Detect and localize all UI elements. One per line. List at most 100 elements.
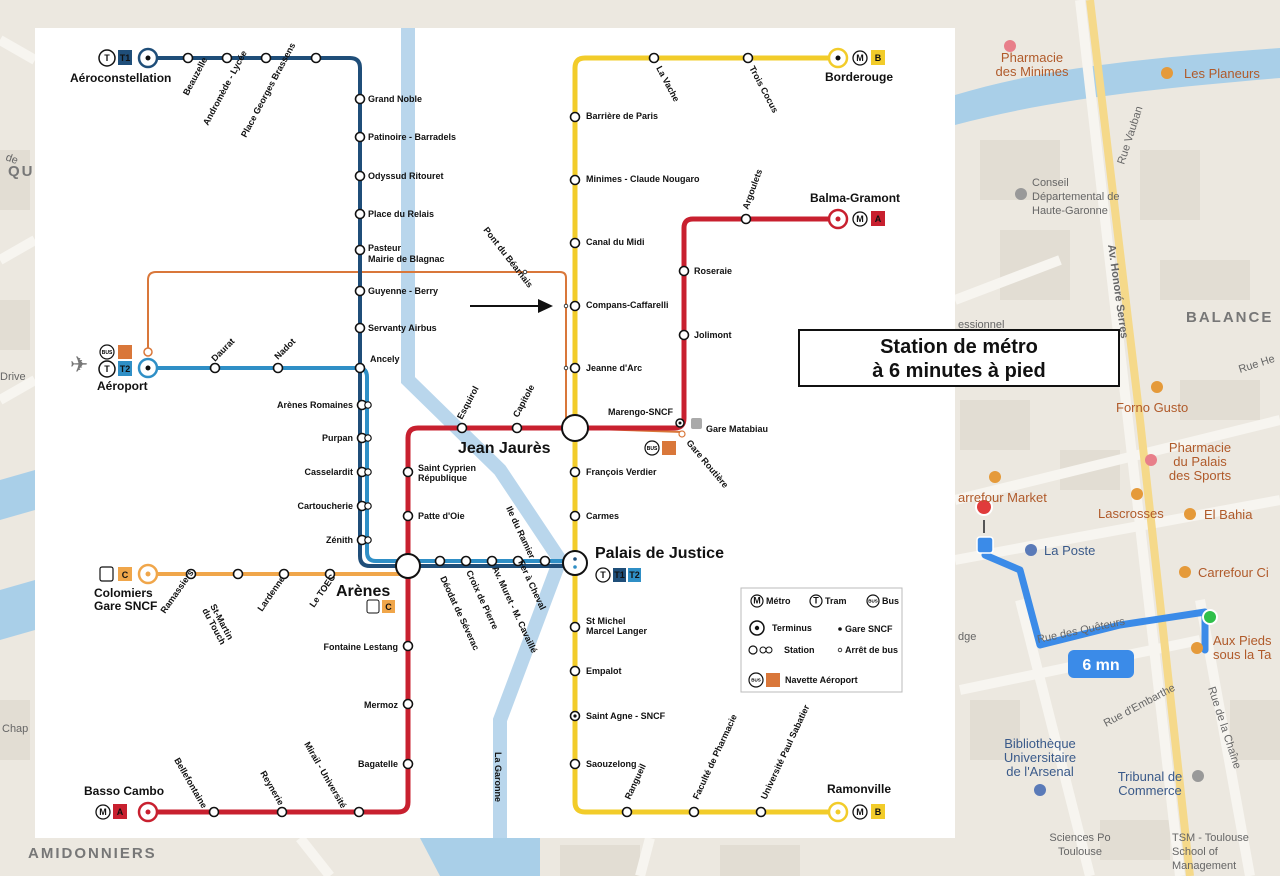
station-dot[interactable] [185,568,197,580]
station-dot[interactable] [182,52,194,64]
station-dot[interactable] [511,422,523,434]
station-dot[interactable] [324,568,336,580]
station-dot[interactable] [209,362,221,374]
poi-forno-gusto[interactable]: Forno Gusto [1116,381,1188,415]
station-dot[interactable] [569,111,581,123]
station-dot[interactable] [402,640,414,652]
svg-text:Métro: Métro [766,596,791,606]
route-duration-badge[interactable] [1068,650,1134,678]
metro-map[interactable]: La Garonne Jean Jaurès Palais de Justice… [35,28,955,838]
svg-text:Patinoire - Barradels: Patinoire - Barradels [368,132,456,142]
station-dot[interactable] [569,237,581,249]
terminus-borderouge[interactable]: M B Borderouge [825,47,893,84]
station-dot[interactable] [221,52,233,64]
svg-text:Balma-Gramont: Balma-Gramont [810,191,900,205]
station-dot[interactable] [402,466,414,478]
station-dot[interactable] [742,52,754,64]
station-dot[interactable] [354,285,366,297]
station-dot[interactable] [402,510,414,522]
station-dot[interactable] [434,555,446,567]
station-dot[interactable] [260,52,272,64]
station-dot[interactable] [456,422,468,434]
station-dot[interactable] [278,568,290,580]
station-dot[interactable] [208,806,220,818]
station-dot[interactable] [272,362,284,374]
svg-text:Aéroconstellation: Aéroconstellation [70,71,171,85]
poi-carrefour-city[interactable]: Carrefour Ci [1179,565,1269,580]
station-dot[interactable] [354,362,366,374]
terminus-balma-gramont[interactable]: M A Balma-Gramont [810,191,900,230]
station-dot[interactable] [569,174,581,186]
svg-text:Les Planeurs: Les Planeurs [1184,66,1260,81]
hub-jean-jaures[interactable] [561,414,589,442]
station-dot[interactable] [276,806,288,818]
station-dot[interactable] [486,555,498,567]
station-dot[interactable] [512,555,524,567]
station-dot[interactable] [232,568,244,580]
station-dot[interactable] [648,52,660,64]
svg-text:François Verdier: François Verdier [586,467,657,477]
station-dot[interactable] [569,665,581,677]
terminus-aeroport[interactable]: ✈ BUS T T2 Aéroport [70,344,159,393]
station-dot[interactable] [678,265,690,277]
hub-palais-dot-2 [573,565,577,569]
station-dot[interactable] [569,466,581,478]
hub-arenes[interactable] [395,553,421,579]
route-end-marker[interactable] [1202,609,1218,625]
terminus-aeroconstellation[interactable]: T T1 Aéroconstellation [70,47,171,85]
terminus-basso-cambo[interactable]: M A Basso Cambo [84,784,164,823]
route-duration: 6 mn [1082,657,1119,674]
station-dot[interactable] [460,555,472,567]
metro-entrance-icon[interactable] [976,536,994,554]
terminus-ramonville[interactable]: M B Ramonville [827,782,891,823]
station-dot[interactable] [569,300,581,312]
hub-palais-justice[interactable] [562,550,588,576]
poi-les-planeurs[interactable]: Les Planeurs [1161,66,1260,81]
station-dot[interactable] [569,758,581,770]
poi-carrefour-market[interactable]: arrefour Market [958,471,1047,505]
station-dot[interactable] [569,621,581,633]
station-dot[interactable] [354,322,366,334]
station-dot[interactable] [354,170,366,182]
station-dot[interactable] [539,555,551,567]
station-dot[interactable] [354,93,366,105]
svg-text:Fontaine Lestang: Fontaine Lestang [323,642,398,652]
station-dot[interactable] [310,52,322,64]
route-start-pin[interactable] [975,498,993,533]
station-dot[interactable] [354,208,366,220]
train-icon [691,418,702,429]
station-dot[interactable] [678,329,690,341]
poi-lascrosses[interactable]: Lascrosses [1098,488,1164,521]
station-dot[interactable] [740,213,752,225]
station-dot[interactable] [755,806,767,818]
station-dot[interactable] [353,806,365,818]
poi-la-poste[interactable]: La Poste [1025,543,1095,558]
street-chap: Chap [2,723,28,735]
svg-text:T1: T1 [120,53,131,63]
poi-el-bahia[interactable]: El Bahia [1184,507,1253,522]
station-dot[interactable] [402,758,414,770]
svg-text:T: T [104,364,110,374]
station-dot[interactable] [569,510,581,522]
station-dot[interactable] [402,698,414,710]
station-dot[interactable] [569,362,581,374]
svg-text:Bagatelle: Bagatelle [358,759,398,769]
station-dot[interactable] [621,806,633,818]
station-dot[interactable] [688,806,700,818]
station-dot[interactable] [354,131,366,143]
main-road [1086,0,1194,876]
station-dot[interactable] [354,244,366,256]
